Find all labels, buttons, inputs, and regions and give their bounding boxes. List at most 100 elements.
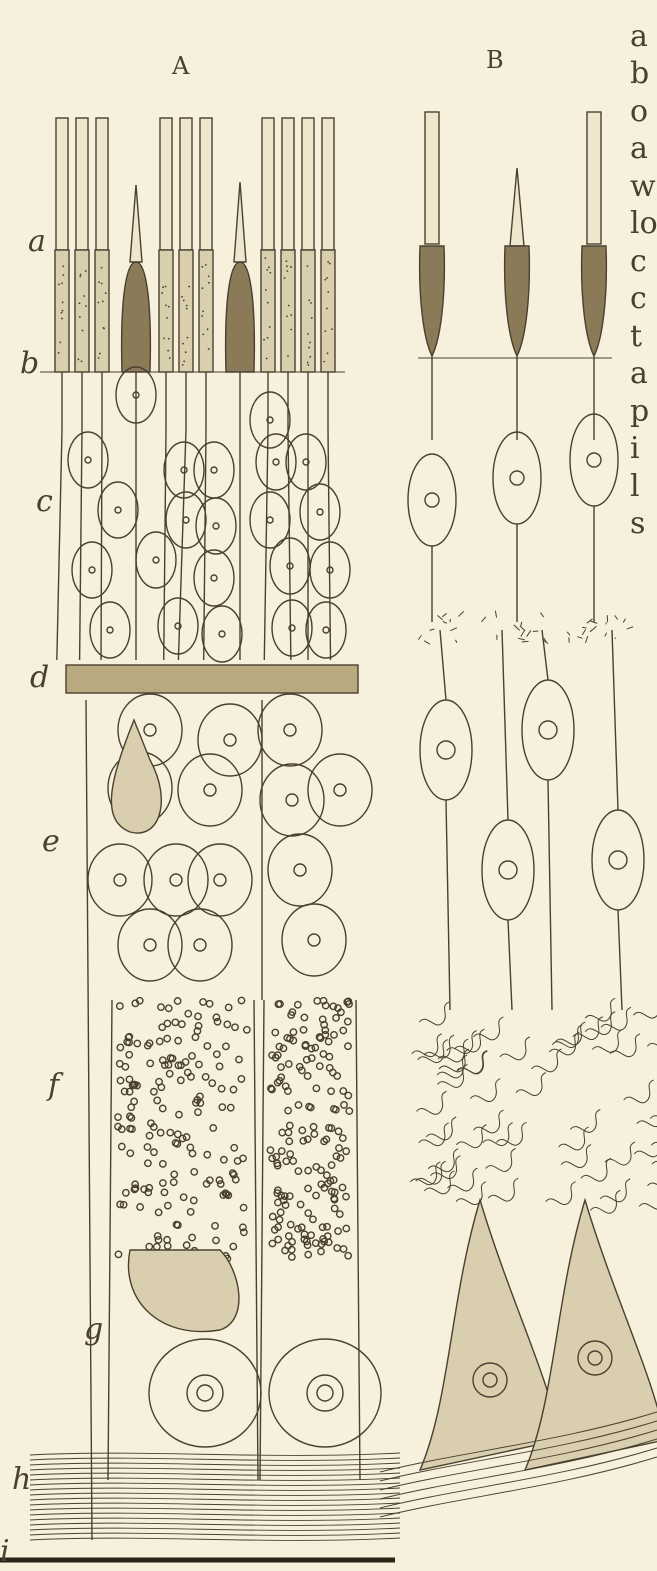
plexiform-granule — [318, 1248, 324, 1254]
plexiform-granule — [216, 1177, 222, 1183]
plexiform-granule — [305, 1167, 311, 1173]
plexiform-granule — [240, 1155, 246, 1161]
plexiform-granule — [189, 1234, 195, 1240]
granule-dot — [207, 328, 209, 330]
granule-dot — [61, 312, 63, 314]
granule-dot — [169, 357, 171, 359]
plexiform-granule — [340, 1135, 346, 1141]
plexiform-granule — [159, 1024, 165, 1030]
granule-dot — [85, 305, 87, 307]
granule-dot — [287, 355, 289, 357]
panel-a-rod-and-cone-layer — [40, 118, 345, 660]
outer-nucleus-cell — [72, 542, 112, 598]
granule-dot — [61, 318, 63, 320]
b-plexiform-squiggle — [428, 1149, 458, 1172]
granule-dot — [307, 364, 309, 366]
plexiform-granule — [196, 1061, 202, 1067]
b-bipolar-process — [612, 630, 622, 1010]
granule-dot — [327, 352, 329, 354]
rod-outer-segment — [200, 118, 212, 250]
rod-outer-segment — [180, 118, 192, 250]
plexiform-granule — [155, 1237, 161, 1243]
plexiform-granule — [157, 1129, 163, 1135]
nerve-fibre — [30, 1503, 400, 1505]
outer-nucleus-cell — [300, 484, 340, 540]
granule-dot — [327, 291, 329, 293]
granule-dot — [98, 281, 100, 283]
plexiform-granule — [295, 1102, 301, 1108]
b-bipolar-cell — [592, 810, 644, 910]
plexiform-granule — [288, 1221, 294, 1227]
granule-dot — [62, 301, 64, 303]
nucleolus-dot — [211, 575, 217, 581]
plexiform-granule — [151, 1088, 157, 1094]
plexiform-granule — [295, 1002, 301, 1008]
granule-dot — [79, 316, 81, 318]
plexiform-granule — [213, 1014, 219, 1020]
plexiform-granule — [225, 1004, 231, 1010]
plexiform-granule — [286, 1138, 292, 1144]
granule-dot — [182, 343, 184, 345]
granule-dot — [265, 289, 267, 291]
b-synapse-tuft — [437, 615, 442, 619]
granule-dot — [168, 338, 170, 340]
b-plexiform-squiggle — [448, 1168, 478, 1191]
inner-nucleus-cell — [258, 694, 322, 766]
granule-dot — [308, 347, 310, 349]
b-synapse-tuft — [585, 636, 587, 643]
granule-dot — [266, 358, 268, 360]
plexiform-granule — [300, 1027, 306, 1033]
inner-nucleus-cell — [260, 764, 324, 836]
plexiform-granule — [175, 1131, 181, 1137]
b-synapse-tuft — [424, 641, 430, 645]
b-plexiform-squiggle — [473, 1017, 503, 1040]
nucleolus-dot — [89, 567, 95, 573]
nerve-fibre — [30, 1523, 400, 1525]
granule-dot — [83, 295, 85, 297]
plexiform-granule — [176, 1111, 182, 1117]
rod-fibre — [328, 372, 331, 660]
b-inner-segment — [420, 246, 445, 356]
b-synapse-tuft — [455, 640, 456, 643]
b-synapse-tuft — [418, 635, 421, 639]
granule-dot — [166, 317, 168, 319]
b-synapse-tuft — [442, 613, 446, 617]
granule-dot — [288, 305, 290, 307]
nerve-fibre — [30, 1533, 400, 1535]
b-bipolar-cell — [482, 820, 534, 920]
granule-dot — [323, 361, 325, 363]
b-synapse-tuft — [514, 625, 520, 630]
plexiform-granule — [343, 1193, 349, 1199]
granule-dot — [311, 317, 313, 319]
plexiform-granule — [164, 1237, 170, 1243]
plexiform-granule — [221, 1157, 227, 1163]
b-plexiform-squiggle — [639, 1186, 657, 1209]
b-synapse-tuft — [443, 621, 447, 623]
granule-dot — [167, 350, 169, 352]
plexiform-granule — [115, 1251, 121, 1257]
nucleolus-dot — [273, 459, 279, 465]
plexiform-granule — [183, 1134, 189, 1140]
plexiform-granule — [277, 1209, 283, 1215]
granule-dot — [286, 260, 288, 262]
b-plexiform-squiggle — [600, 1179, 630, 1202]
plexiform-granule — [244, 1027, 250, 1033]
muller-fibre-wall — [108, 1000, 258, 1480]
rod-inner-segment — [281, 250, 295, 372]
cropped-text-line: s — [630, 505, 645, 543]
granule-dot — [307, 362, 309, 364]
cone-outer-segment — [234, 182, 246, 262]
nerve-fibre — [30, 1468, 400, 1470]
granule-dot — [268, 266, 270, 268]
b-plexiform-squiggle — [417, 1091, 447, 1114]
rod-fibre — [178, 372, 186, 660]
plexiform-granule — [333, 1015, 339, 1021]
b-inner-segment — [505, 246, 530, 356]
nerve-fibre — [30, 1498, 400, 1500]
granule-dot — [269, 272, 271, 274]
granule-dot — [58, 283, 60, 285]
b-plexiform-squiggle — [581, 1158, 611, 1181]
b-synapse-tuft — [518, 638, 525, 640]
plexiform-granule — [326, 1239, 332, 1245]
layer-label-c: c — [36, 484, 53, 519]
